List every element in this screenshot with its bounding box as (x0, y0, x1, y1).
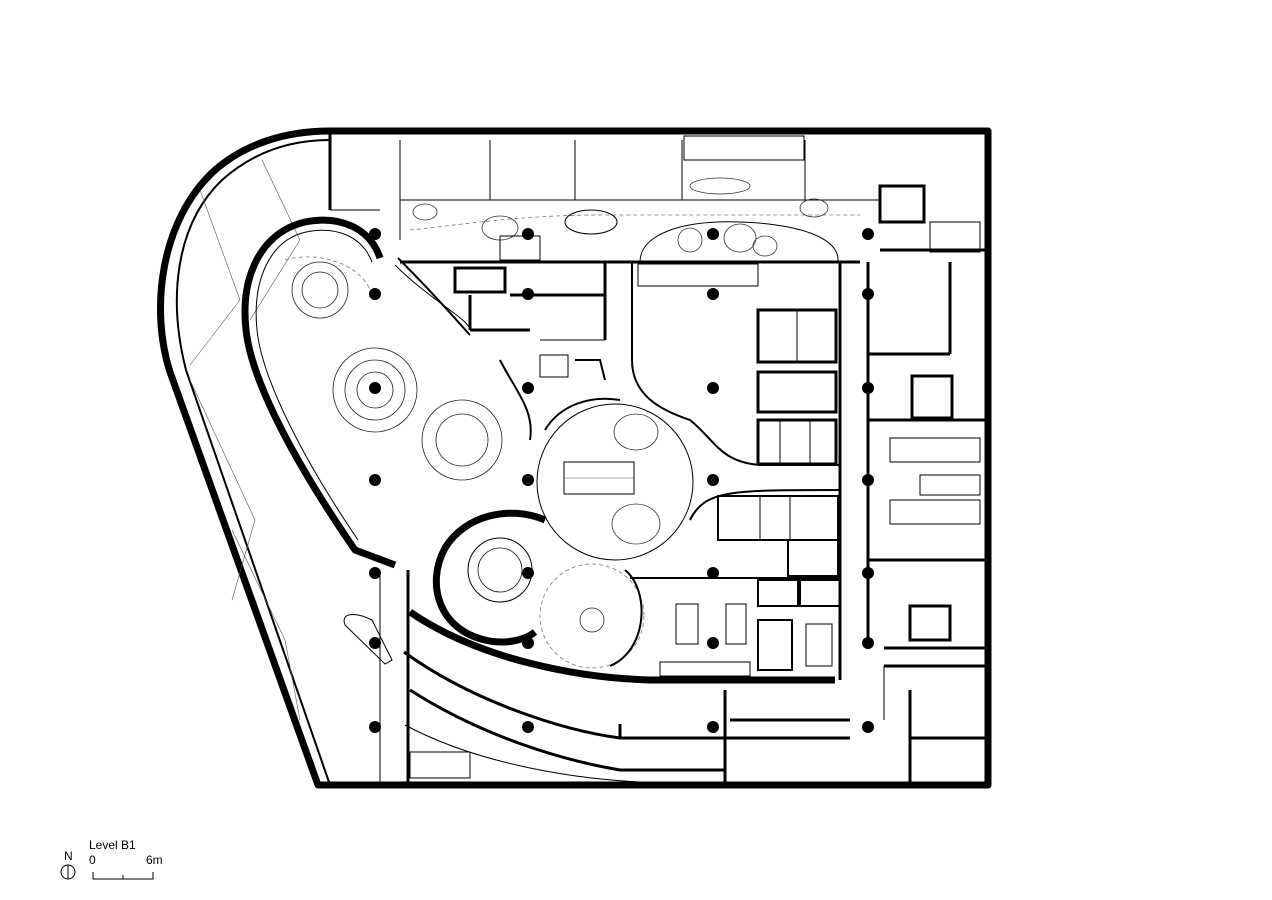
central-atrium (536, 262, 841, 561)
scale-bar (92, 872, 154, 880)
scale-start-label: 0 (89, 853, 96, 867)
column (707, 474, 719, 486)
legend: Level B1 N 0 6m (60, 838, 163, 880)
column (862, 637, 874, 649)
south-east-rooms (630, 495, 841, 677)
column (707, 228, 719, 240)
column (369, 474, 381, 486)
west-lounge (241, 216, 471, 569)
column (862, 721, 874, 733)
column (707, 382, 719, 394)
column (522, 721, 534, 733)
building-envelope (156, 127, 992, 789)
column (862, 288, 874, 300)
garden-promenade (399, 177, 860, 264)
column (522, 567, 534, 579)
east-block (637, 262, 842, 680)
column (707, 721, 719, 733)
column (369, 637, 381, 649)
column (862, 567, 874, 579)
column (369, 288, 381, 300)
column (707, 567, 719, 579)
north-label: N (64, 849, 73, 863)
column (369, 567, 381, 579)
seating (291, 261, 523, 593)
east-service-zone (866, 262, 988, 785)
column (522, 637, 534, 649)
column (522, 228, 534, 240)
columns (369, 228, 874, 733)
south-curves (343, 570, 850, 785)
scale-end-label: 6m (146, 853, 163, 867)
column (707, 637, 719, 649)
stair-hatch-north (683, 135, 805, 161)
column (862, 474, 874, 486)
column (522, 474, 534, 486)
column (707, 288, 719, 300)
column (369, 228, 381, 240)
column (522, 288, 534, 300)
column (369, 382, 381, 394)
column (522, 382, 534, 394)
round-rooms (432, 509, 645, 669)
north-arrow-icon (60, 864, 76, 880)
column (369, 721, 381, 733)
column (862, 382, 874, 394)
level-label: Level B1 (89, 838, 136, 852)
column (862, 228, 874, 240)
north-rooms (328, 131, 988, 253)
